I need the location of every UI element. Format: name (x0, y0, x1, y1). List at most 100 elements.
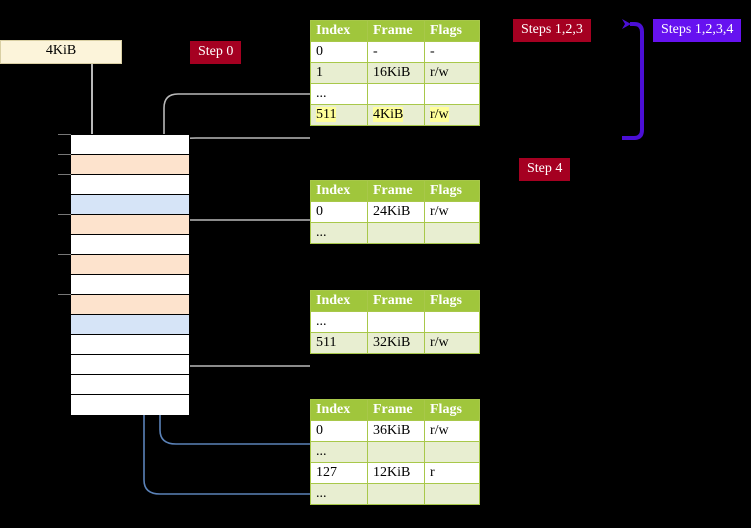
table-cell: 36KiB (367, 420, 425, 442)
highlighted-value: 4KiB (373, 107, 404, 122)
memory-cell (71, 235, 189, 255)
column-header: Index (310, 180, 368, 202)
table-cell: r/w (424, 201, 480, 223)
table-cell: 4KiB (367, 104, 425, 126)
table-cell: r/w (424, 332, 480, 354)
size-box-label: 4KiB (45, 43, 77, 58)
memory-tick (58, 134, 71, 135)
table-cell: r (424, 462, 480, 484)
badge-steps-123-label: Steps 1,2,3 (521, 22, 583, 37)
column-header: Flags (424, 20, 480, 42)
column-header: Frame (367, 290, 425, 312)
column-header: Flags (424, 290, 480, 312)
column-header: Frame (367, 180, 425, 202)
table-cell: ... (310, 222, 368, 244)
table-cell (424, 83, 480, 105)
badge-steps-1234: Steps 1,2,3,4 (653, 19, 742, 42)
memory-cell (71, 335, 189, 355)
arrow-violet-bracket (622, 19, 644, 140)
table-cell: 24KiB (367, 201, 425, 223)
arrow-t1r1-seg2 (163, 93, 179, 118)
memory-cell (71, 295, 189, 315)
table-cell: 127 (310, 462, 368, 484)
table-cell (424, 483, 480, 505)
table-cell: ... (310, 441, 368, 463)
memory-column (70, 134, 190, 415)
memory-tick (58, 154, 71, 155)
column-header: Flags (424, 180, 480, 202)
memory-cell (71, 215, 189, 235)
badge-steps-123: Steps 1,2,3 (513, 19, 591, 42)
memory-cell (71, 155, 189, 175)
table-cell: ... (310, 83, 368, 105)
memory-cell (71, 375, 189, 395)
memory-cell (71, 195, 189, 215)
table-row: ... (310, 483, 480, 505)
table-cell: - (367, 41, 425, 63)
memory-tick (58, 174, 71, 175)
table-cell (367, 483, 425, 505)
table-row: 511 4KiB r/w (310, 104, 480, 126)
memory-cell (71, 315, 189, 335)
table-cell: 0 (310, 41, 368, 63)
table-cell (367, 441, 425, 463)
badge-step0: Step 0 (190, 41, 242, 64)
table-cell: 1 (310, 62, 368, 84)
table-cell: ... (310, 483, 368, 505)
memory-tick (58, 254, 71, 255)
memory-tick (58, 294, 71, 295)
badge-step0-label: Step 0 (198, 44, 234, 59)
highlighted-value: 511 (316, 107, 337, 122)
memory-cell (71, 275, 189, 295)
memory-cell (71, 355, 189, 375)
table-row: ... (310, 311, 480, 333)
column-header: Index (310, 290, 368, 312)
size-box-4kib: 4KiB (0, 40, 122, 64)
table-row: ... (310, 222, 480, 244)
column-header: Index (310, 399, 368, 421)
memory-tick (58, 214, 71, 215)
table-cell (367, 222, 425, 244)
table-cell (367, 83, 425, 105)
column-header: Index (310, 20, 368, 42)
badge-step4-label: Step 4 (527, 161, 563, 176)
table-cell: 12KiB (367, 462, 425, 484)
memory-cell (71, 255, 189, 275)
memory-cell (71, 395, 189, 415)
badge-steps-1234-label: Steps 1,2,3,4 (661, 22, 734, 37)
table-cell (424, 311, 480, 333)
table-cell: 0 (310, 420, 368, 442)
column-header: Frame (367, 399, 425, 421)
table-cell: ... (310, 311, 368, 333)
table-cell: - (424, 41, 480, 63)
table-cell: 511 (310, 332, 368, 354)
table-row: ... (310, 83, 480, 105)
table-cell (367, 311, 425, 333)
table-cell: r/w (424, 104, 480, 126)
table-row: ... (310, 441, 480, 463)
highlighted-value: r/w (430, 107, 449, 122)
table-cell: r/w (424, 420, 480, 442)
table-row: 0-- (310, 41, 480, 63)
table-cell: 32KiB (367, 332, 425, 354)
column-header: Frame (367, 20, 425, 42)
table-cell: r/w (424, 62, 480, 84)
badge-step4: Step 4 (519, 158, 571, 181)
table-cell: 0 (310, 201, 368, 223)
memory-cell (71, 135, 189, 155)
table-cell (424, 222, 480, 244)
table-cell: 511 (310, 104, 368, 126)
table-cell: 16KiB (367, 62, 425, 84)
table-cell (424, 441, 480, 463)
memory-cell (71, 175, 189, 195)
